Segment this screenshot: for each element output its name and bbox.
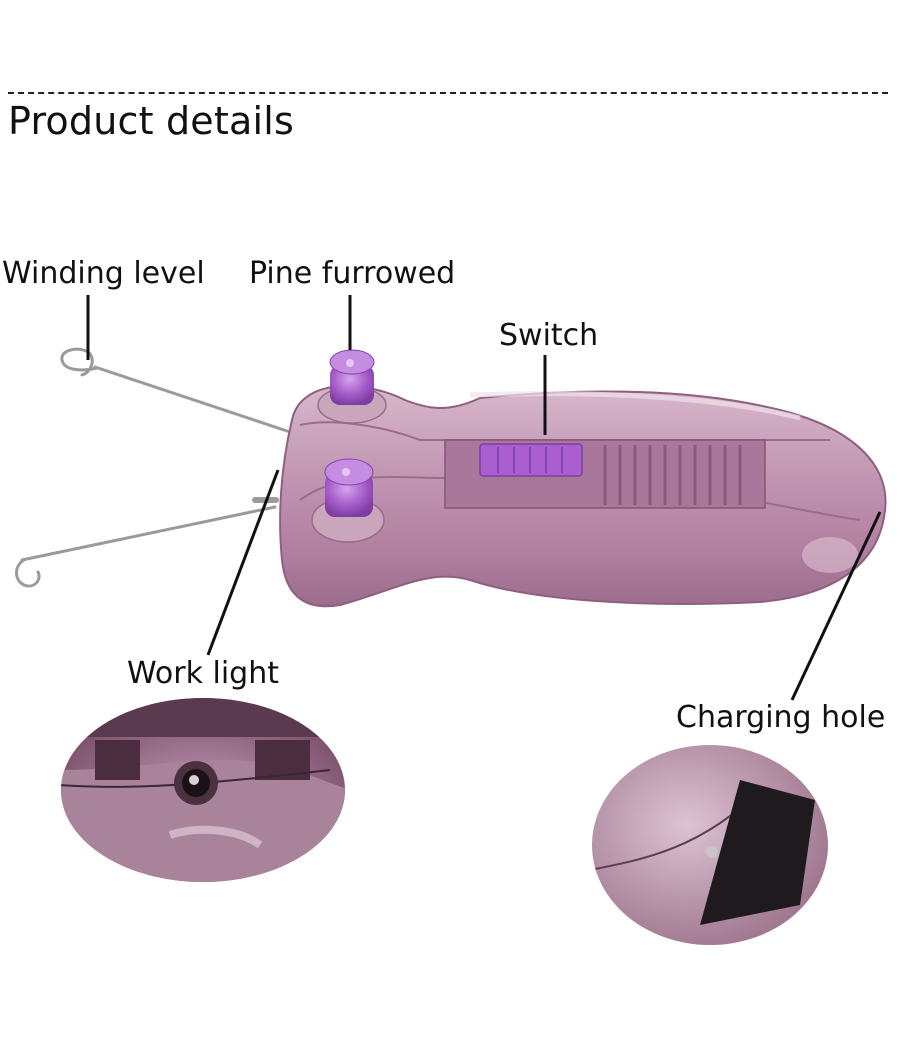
top-knob [317,349,387,424]
dashed-divider [8,92,888,94]
switch-label: Switch [499,318,599,353]
work-light-label: Work light [127,656,279,691]
pine-furrowed-label: Pine furrowed [249,256,456,291]
leader-lines [86,295,882,701]
winding-wires [15,347,292,588]
charging-hole-label: Charging hole [676,700,886,735]
bottom-knob [311,458,385,543]
winding-level-label: Winding level [2,256,205,291]
work-light-closeup [61,698,345,882]
charging-hole-closeup [592,745,828,945]
switch-slider [479,443,583,477]
page-title: Product details [8,99,294,143]
